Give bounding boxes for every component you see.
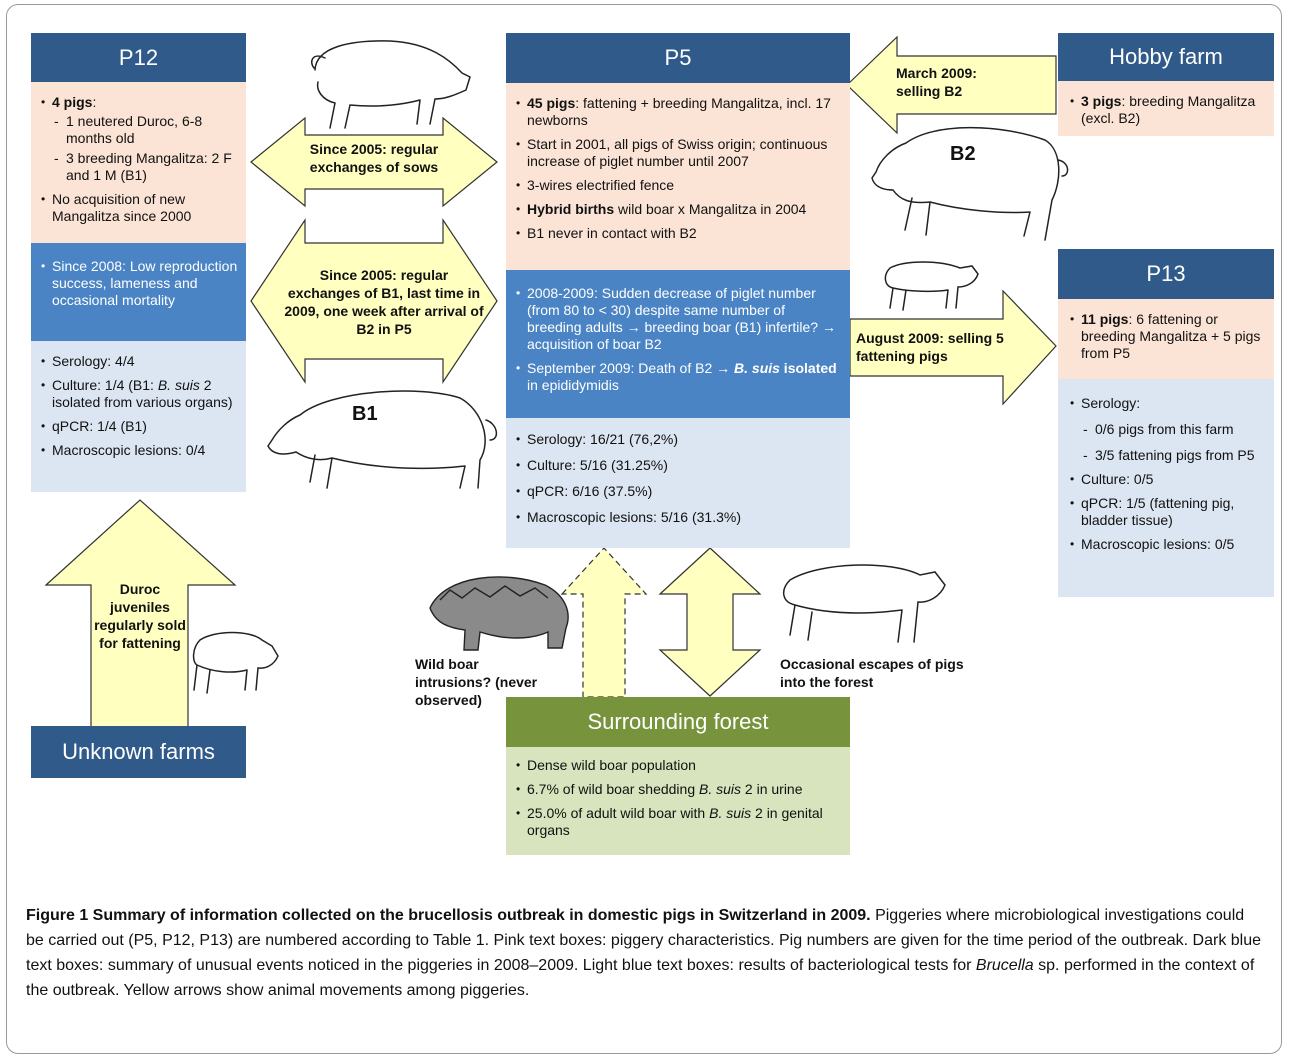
pig-sketch-sows — [311, 40, 471, 129]
arrow-sows-exchange — [250, 116, 498, 208]
figure-frame — [6, 4, 1282, 1054]
p5-contact: B1 never in contact with B2 — [516, 225, 842, 242]
p5-pig-count: 45 pigs: fattening + breeding Mangalitza… — [516, 95, 842, 129]
p5-event-decrease: 2008-2009: Sudden decrease of piglet num… — [516, 285, 842, 353]
p5-culture: Culture: 5/16 (31.25%) — [516, 456, 842, 475]
p12-event-text: Since 2008: Low reproduction success, la… — [41, 258, 238, 309]
label-duroc: Duroc juveniles regularly sold for fatte… — [94, 581, 186, 651]
label-escapes: Occasional escapes of pigs into the fore… — [780, 656, 964, 690]
pig-sketch-b1 — [267, 390, 498, 489]
p5-serology: Serology: 16/21 (76,2%) — [516, 430, 842, 449]
p13-culture: Culture: 0/5 — [1070, 471, 1266, 488]
p12-acquisition: No acquisition of new Mangalitza since 2… — [41, 191, 238, 225]
label-sows-exchange: Since 2005: regular exchanges of sows — [309, 141, 439, 175]
p13-serology: Serology: 0/6 pigs from this farm 3/5 fa… — [1070, 395, 1266, 464]
pig-sketch-small-right — [884, 261, 979, 311]
hobby-pig-count: 3 pigs: breeding Mangalitza (excl. B2) — [1070, 93, 1266, 127]
label-august-selling: August 2009: selling 5 fattening pigs — [856, 330, 1004, 364]
unknown-farms-title: Unknown farms — [31, 726, 246, 778]
forest-title: Surrounding forest — [506, 697, 850, 747]
p5-characteristics: 45 pigs: fattening + breeding Mangalitza… — [506, 83, 850, 270]
label-b1-exchange: Since 2005: regular exchanges of B1, las… — [284, 267, 484, 337]
arrow-escapes — [658, 547, 762, 697]
p13-title: P13 — [1058, 249, 1274, 299]
arrow-august-selling — [849, 289, 1057, 406]
caption-title: Figure 1 Summary of information collecte… — [26, 907, 871, 924]
caption-italic: Brucella — [975, 957, 1034, 974]
p13-serology-farm: 0/6 pigs from this farm — [1081, 421, 1266, 438]
p12-mangalitza: 3 breeding Mangalitza: 2 F and 1 M (B1) — [52, 150, 238, 184]
p12-serology: Serology: 4/4 — [41, 353, 238, 370]
arrow-wild-boar-intrusions — [560, 547, 648, 698]
arrow-march-selling-b2 — [846, 35, 1057, 135]
p12-tests: Serology: 4/4 Culture: 1/4 (B1: B. suis … — [31, 341, 246, 492]
pig-sketch-b2 — [871, 126, 1069, 241]
p5-title: P5 — [506, 33, 850, 83]
label-march-selling: March 2009: selling B2 — [896, 65, 977, 99]
caption-text-b: sp. performed in the context of the outb… — [26, 957, 1255, 999]
p5-events: 2008-2009: Sudden decrease of piglet num… — [506, 270, 850, 418]
p5-start: Start in 2001, all pigs of Swiss origin;… — [516, 136, 842, 170]
p13-pig-count: 11 pigs: 6 fattening or breeding Mangali… — [1070, 311, 1266, 362]
p12-pig-count: 4 pigs: 1 neutered Duroc, 6-8 months old… — [41, 94, 238, 184]
p5-qpcr: qPCR: 6/16 (37.5%) — [516, 482, 842, 501]
p5-tests: Serology: 16/21 (76,2%) Culture: 5/16 (3… — [506, 418, 850, 548]
pig-label-b2: B2 — [950, 143, 976, 165]
p12-events: Since 2008: Low reproduction success, la… — [31, 243, 246, 341]
p13-serology-p5: 3/5 fattening pigs from P5 — [1081, 447, 1266, 464]
p12-lesions: Macroscopic lesions: 0/4 — [41, 442, 238, 459]
forest-shedding: 6.7% of wild boar shedding B. suis 2 in … — [516, 781, 842, 798]
hobby-farm-characteristics: 3 pigs: breeding Mangalitza (excl. B2) — [1058, 81, 1274, 136]
p12-title: P12 — [31, 33, 246, 82]
wild-boar-sketch — [429, 576, 569, 651]
p12-characteristics: 4 pigs: 1 neutered Duroc, 6-8 months old… — [31, 82, 246, 243]
p12-qpcr: qPCR: 1/4 (B1) — [41, 418, 238, 435]
forest-density: Dense wild boar population — [516, 757, 842, 774]
pig-sketch-escapes — [783, 564, 946, 643]
forest-info: Dense wild boar population 6.7% of wild … — [506, 747, 850, 855]
p13-qpcr: qPCR: 1/5 (fattening pig, bladder tissue… — [1070, 495, 1266, 529]
p5-lesions: Macroscopic lesions: 5/16 (31.3%) — [516, 508, 842, 527]
p5-fence: 3-wires electrified fence — [516, 177, 842, 194]
p13-tests: Serology: 0/6 pigs from this farm 3/5 fa… — [1058, 379, 1274, 597]
p5-hybrid: Hybrid births wild boar x Mangalitza in … — [516, 201, 842, 218]
p12-duroc: 1 neutered Duroc, 6-8 months old — [52, 113, 238, 147]
p13-lesions: Macroscopic lesions: 0/5 — [1070, 536, 1266, 553]
label-wild-boar: Wild boar intrusions? (never observed) — [415, 656, 538, 708]
arrow-b1-exchange — [250, 218, 498, 384]
forest-genital: 25.0% of adult wild boar with B. suis 2 … — [516, 805, 842, 839]
pig-sketch-small-left — [192, 631, 279, 694]
p12-culture: Culture: 1/4 (B1: B. suis 2 isolated fro… — [41, 377, 238, 411]
caption-text-a: Piggeries where microbiological investig… — [26, 907, 1262, 974]
hobby-farm-title: Hobby farm — [1058, 33, 1274, 81]
arrow-duroc-juveniles — [44, 499, 237, 729]
figure-caption: Figure 1 Summary of information collecte… — [26, 903, 1262, 1003]
p5-event-death: September 2009: Death of B2 → B. suis is… — [516, 360, 842, 394]
pig-label-b1: B1 — [352, 403, 378, 425]
p13-characteristics: 11 pigs: 6 fattening or breeding Mangali… — [1058, 299, 1274, 379]
